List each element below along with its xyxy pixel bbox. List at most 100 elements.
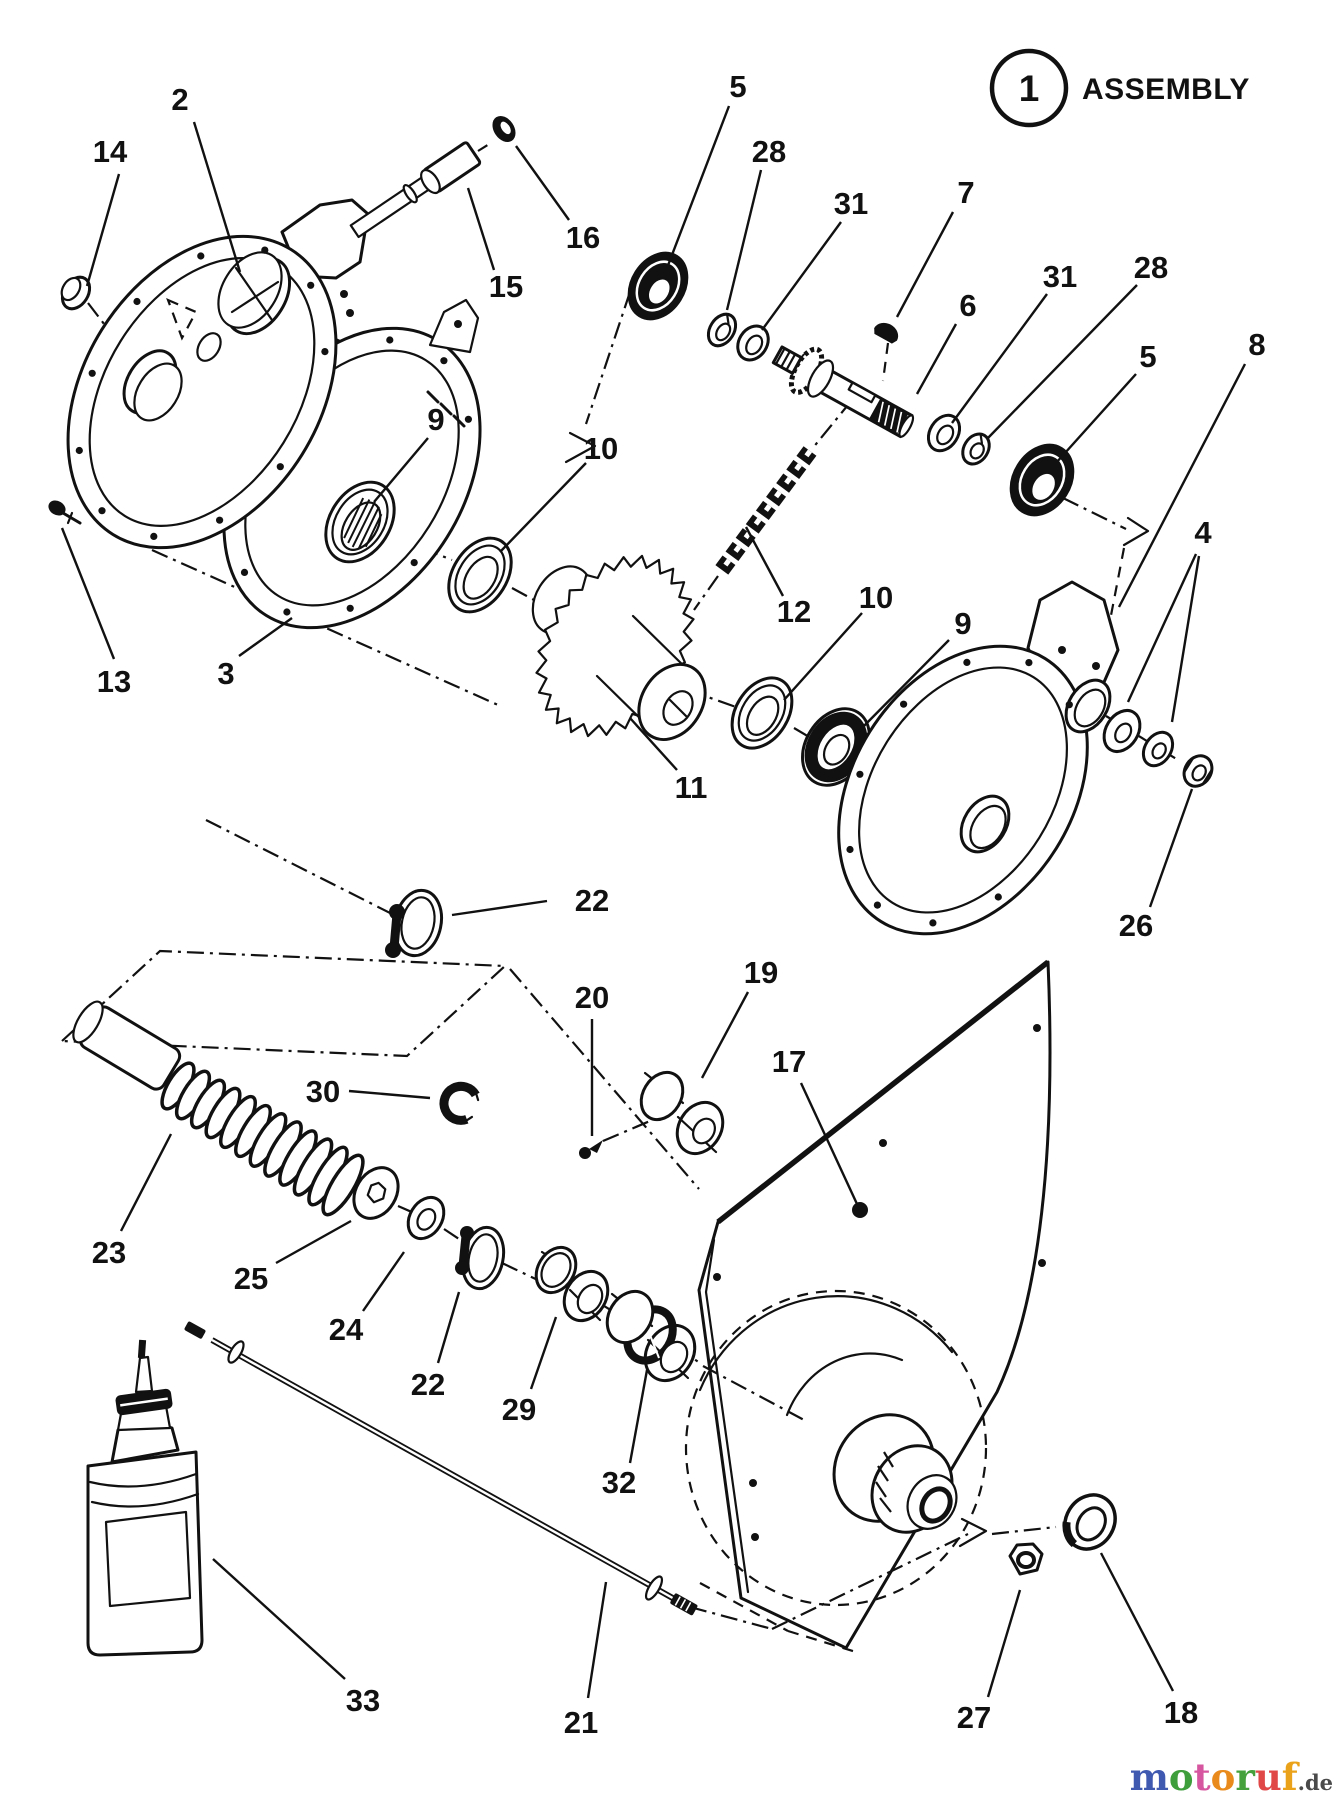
watermark-suffix: .de (1297, 1770, 1333, 1795)
callout-19: 19 (744, 955, 778, 990)
chaincase-cover-left (66, 198, 370, 550)
ball-bearing-right (1009, 443, 1075, 517)
callout-23: 23 (92, 1235, 126, 1270)
watermark-letter: u (1254, 1755, 1282, 1799)
watermark-letter: r (1235, 1755, 1255, 1799)
callout-5a: 5 (729, 69, 746, 104)
casting-marks (426, 390, 466, 428)
hose-clamp-upper (385, 888, 444, 958)
cover-hole-small (196, 332, 222, 362)
bearing-ring (1062, 1493, 1117, 1551)
leader-lines (60, 105, 1247, 1699)
washer-hex-hole (352, 1166, 400, 1220)
callout-20: 20 (575, 980, 609, 1015)
bottle-nozzle (134, 1355, 154, 1394)
callout-29: 29 (502, 1392, 536, 1427)
callout-33: 33 (346, 1683, 380, 1718)
assembly-badge: 1 ASSEMBLY (989, 48, 1250, 128)
oil-seal-left (447, 536, 513, 614)
callout-13: 13 (97, 664, 131, 699)
callout-26: 26 (1119, 908, 1153, 943)
screw (48, 500, 82, 525)
chaincase-cover-right (837, 580, 1120, 936)
auger-circle-hidden (684, 1289, 988, 1607)
woodruff-key (874, 322, 899, 344)
callout-25: 25 (234, 1261, 268, 1296)
callout-21: 21 (564, 1705, 598, 1740)
badge-circle (989, 48, 1069, 128)
callout-14: 14 (93, 134, 128, 169)
panel-callout-dot (852, 1202, 868, 1218)
coil-spring (72, 1000, 365, 1217)
bottle-label (104, 1510, 192, 1608)
callout-11: 11 (675, 770, 708, 805)
callout-4: 4 (1194, 515, 1212, 550)
spacer-tube (420, 141, 482, 195)
flat-washer-right (926, 413, 962, 453)
side-panel (684, 959, 1052, 1650)
flange-nut (1008, 1542, 1044, 1576)
ball-bearing-left (627, 251, 689, 321)
watermark-letter: o (1210, 1755, 1236, 1799)
callout-31b: 31 (1043, 259, 1077, 294)
drive-chain (714, 446, 817, 576)
coupler-sleeve (605, 1289, 697, 1383)
flat-washer-4b (1141, 730, 1175, 768)
callout-9a: 9 (427, 402, 444, 437)
panel-hub (832, 1413, 958, 1534)
coupler-short (639, 1070, 725, 1156)
callout-2: 2 (171, 82, 188, 117)
lock-washer-right (961, 432, 991, 466)
cotter-pin (579, 1140, 603, 1159)
watermark-letter: f (1281, 1755, 1298, 1799)
watermark-letter: t (1193, 1755, 1211, 1799)
push-nut (492, 116, 516, 142)
flat-washer-left (736, 324, 770, 362)
alignment-lines-front (689, 1365, 1057, 1654)
callout-22a: 22 (575, 883, 609, 918)
flat-washer-4a (1102, 709, 1142, 753)
hidden-detail (166, 297, 198, 341)
flat-washer-24 (406, 1195, 446, 1241)
control-rod (184, 1321, 698, 1616)
callout-24: 24 (329, 1312, 364, 1347)
callout-labels: 2 14 15 16 5 28 31 7 6 31 28 5 8 4 26 9 … (92, 69, 1266, 1740)
callout-16: 16 (566, 220, 600, 255)
callout-8: 8 (1248, 327, 1265, 362)
callout-15: 15 (489, 269, 523, 304)
callout-30: 30 (306, 1074, 340, 1109)
callout-9b: 9 (954, 606, 971, 641)
bushing (534, 1245, 610, 1323)
callout-10b: 10 (859, 580, 893, 615)
hose-clamp-lower (455, 1225, 506, 1291)
hex-nut-26 (1182, 754, 1214, 788)
keyway (847, 381, 877, 404)
callout-6: 6 (959, 288, 976, 323)
watermark-letter: o (1168, 1755, 1194, 1799)
pinion-shaft (771, 345, 915, 439)
callout-28b: 28 (1134, 250, 1168, 285)
callout-32: 32 (602, 1465, 636, 1500)
sprocket-hub (531, 554, 707, 741)
callout-12: 12 (777, 594, 811, 629)
callout-7: 7 (957, 175, 974, 210)
badge-number: 1 (1019, 68, 1040, 109)
motoruf-watermark[interactable]: motoruf.de (1130, 1759, 1333, 1796)
watermark-letter: m (1129, 1755, 1169, 1799)
lock-washer-left (706, 312, 738, 348)
callout-3: 3 (217, 656, 234, 691)
oil-seal-right (730, 676, 794, 750)
callout-28a: 28 (752, 134, 786, 169)
oil-bottle (86, 1339, 204, 1657)
callout-17: 17 (772, 1044, 806, 1079)
callout-22b: 22 (411, 1367, 445, 1402)
cap-plug (60, 275, 92, 311)
badge-label: ASSEMBLY (1082, 73, 1250, 106)
callout-18: 18 (1164, 1695, 1198, 1730)
callout-31a: 31 (834, 186, 868, 221)
callout-27: 27 (957, 1700, 991, 1735)
c-clip (439, 1081, 480, 1125)
needle-bearing-left (324, 480, 396, 564)
